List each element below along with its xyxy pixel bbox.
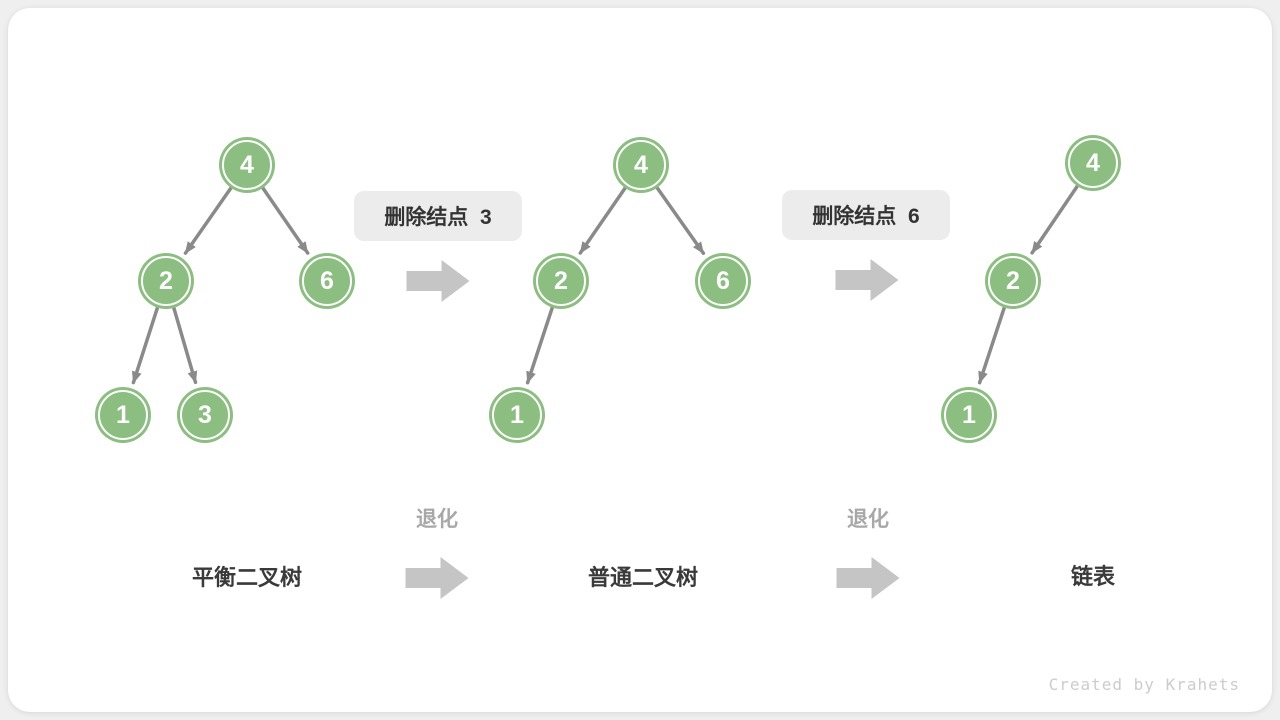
tree-node-4: 4 [222, 140, 272, 190]
tree-node-1: 1 [492, 390, 542, 440]
stage-label-linked-list: 链表 [1070, 564, 1116, 589]
degrade-arrow-icon [836, 557, 900, 599]
tree-node-4: 4 [616, 140, 666, 190]
tree-node-1: 1 [944, 390, 994, 440]
delete-node-6-badge: 删除结点 6 [782, 190, 950, 240]
tree-node-2: 2 [536, 256, 586, 306]
stage-label-ordinary-tree: 普通二叉树 [587, 565, 699, 590]
degrade-arrow-icon [405, 557, 469, 599]
stage-label-balanced-tree: 平衡二叉树 [191, 565, 303, 590]
transition-arrow-icon [835, 259, 899, 301]
tree-node-6: 6 [698, 256, 748, 306]
degrade-label: 退化 [847, 508, 889, 531]
tree-node-6: 6 [302, 256, 352, 306]
tree-node-2: 2 [141, 256, 191, 306]
tree-node-1: 1 [98, 390, 148, 440]
tree-node-3: 3 [180, 390, 230, 440]
tree-node-4: 4 [1068, 138, 1118, 188]
tree-node-2: 2 [988, 256, 1038, 306]
degrade-label: 退化 [416, 508, 458, 531]
delete-node-3-badge: 删除结点 3 [354, 191, 522, 241]
watermark-credit: Created by Krahets [1048, 675, 1240, 694]
transition-arrow-icon [406, 260, 470, 302]
diagram-card [8, 8, 1272, 712]
